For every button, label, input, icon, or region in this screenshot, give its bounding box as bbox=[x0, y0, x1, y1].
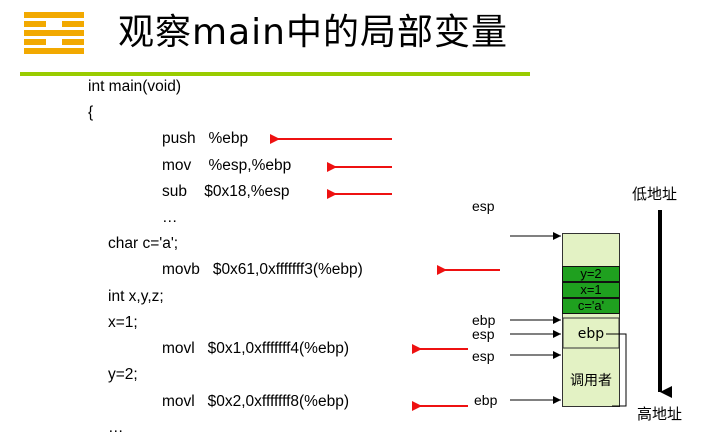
stack-ebp-cell: ebp bbox=[577, 326, 605, 342]
code-line: movb $0x61,0xfffffff3(%ebp) bbox=[162, 261, 363, 278]
code-line: x=1; bbox=[108, 314, 138, 331]
slide-title: 观察main中的局部变量 bbox=[118, 12, 508, 53]
stack-slot-c: c='a' bbox=[562, 298, 620, 314]
code-line: { bbox=[88, 104, 94, 121]
code-line: int main(void) bbox=[88, 78, 182, 95]
ebp-label-low: ebp bbox=[474, 392, 498, 408]
code-line: movl $0x1,0xfffffff4(%ebp) bbox=[162, 340, 349, 357]
code-line: push %ebp bbox=[162, 130, 249, 147]
code-line: mov %esp,%ebp bbox=[162, 157, 292, 174]
code-line: int x,y,z; bbox=[108, 288, 164, 305]
stack-slot-x: x=1 bbox=[562, 282, 620, 298]
code-line: movl $0x2,0xfffffff8(%ebp) bbox=[162, 393, 349, 410]
title-underline bbox=[20, 72, 530, 76]
ebp-label-mid: ebp bbox=[472, 312, 496, 328]
esp-label-low: esp bbox=[472, 348, 495, 364]
code-line: char c='a'; bbox=[108, 235, 179, 252]
ebp-cell-border bbox=[562, 317, 620, 349]
esp-label-mid: esp bbox=[472, 326, 495, 342]
code-line: sub $0x18,%esp bbox=[162, 183, 290, 200]
code-line: … bbox=[162, 209, 178, 226]
code-line: y=2; bbox=[108, 366, 138, 383]
stacked-bars-logo-icon bbox=[24, 12, 84, 54]
code-line: … bbox=[108, 419, 124, 436]
saved-ebp-link bbox=[606, 333, 627, 407]
stack-caller-cell: 调用者 bbox=[570, 373, 612, 389]
high-address-label: 高地址 bbox=[637, 405, 683, 423]
stack-slot-y: y=2 bbox=[562, 266, 620, 282]
low-address-label: 低地址 bbox=[632, 185, 678, 203]
esp-label-top: esp bbox=[472, 198, 495, 214]
